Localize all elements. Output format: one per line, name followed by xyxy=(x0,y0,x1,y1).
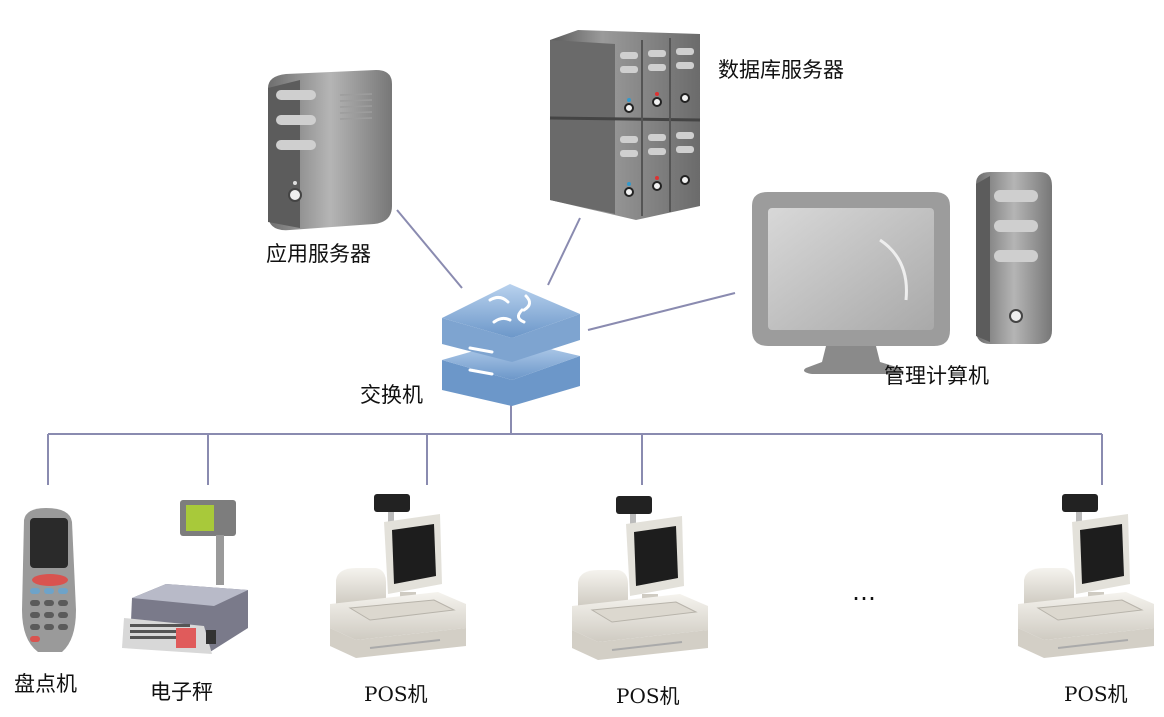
pos-label-2: POS机 xyxy=(616,684,680,708)
desktop-computer-icon xyxy=(752,172,1052,374)
pos-terminal-icon xyxy=(330,494,466,658)
link-mgmt-pc xyxy=(587,292,736,331)
handheld-scanner-icon xyxy=(22,508,76,652)
pos-label-3: POS机 xyxy=(1064,682,1128,706)
pos-label-1: POS机 xyxy=(364,682,428,706)
app-server-label: 应用服务器 xyxy=(266,242,371,266)
pos-terminals xyxy=(330,494,1154,660)
link-app-server xyxy=(396,209,463,289)
server-rack-icon xyxy=(549,30,701,220)
inventory-label: 盘点机 xyxy=(14,672,77,696)
connection-lines xyxy=(47,209,1103,485)
electronic-scale-icon xyxy=(122,500,248,654)
switch-label: 交换机 xyxy=(360,383,423,407)
server-tower-icon xyxy=(268,70,392,231)
scale-label: 电子秤 xyxy=(150,680,213,704)
mgmt-pc-label: 管理计算机 xyxy=(884,364,989,388)
ellipsis: … xyxy=(852,578,878,606)
pos-terminal-icon xyxy=(1018,494,1154,658)
db-server-label: 数据库服务器 xyxy=(718,58,844,82)
network-switch-icon xyxy=(442,284,580,406)
pos-terminal-icon xyxy=(572,496,708,660)
link-db-server xyxy=(547,217,581,286)
